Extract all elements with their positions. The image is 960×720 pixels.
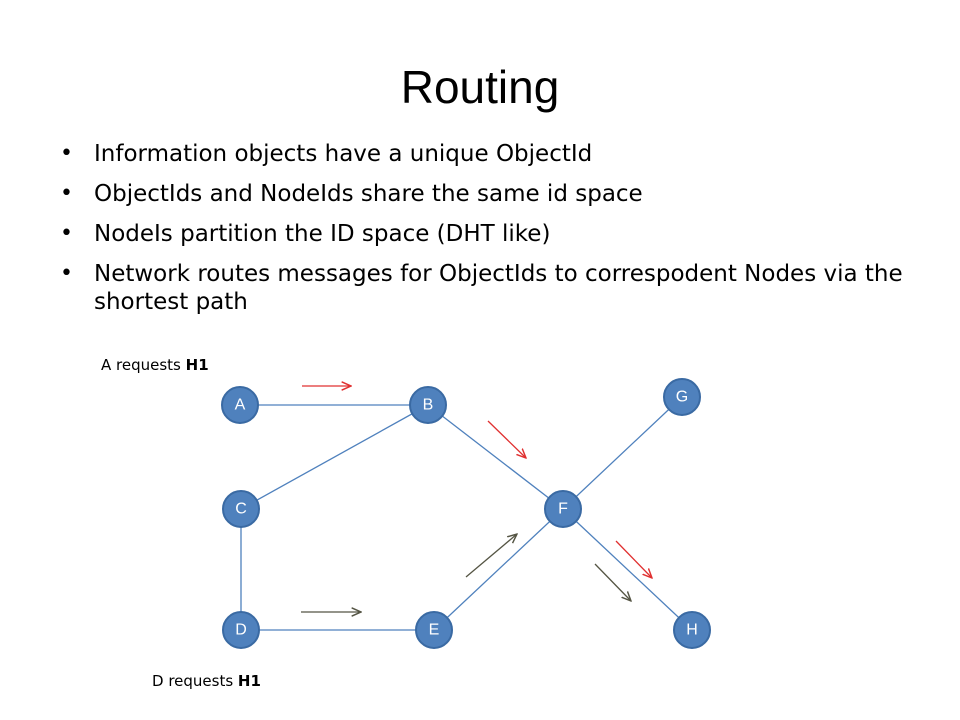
caption-d-object: H1: [237, 672, 261, 690]
node-h-label: H: [686, 622, 698, 639]
edge-f-h: [562, 508, 693, 631]
edge-e-f: [433, 508, 564, 631]
edge-b-c: [240, 404, 429, 510]
request-arrow-f-h-red: [615, 540, 652, 578]
caption-a-prefix: A requests: [101, 356, 186, 374]
caption-d-prefix: D requests: [152, 672, 238, 690]
node-d: D: [222, 611, 260, 649]
bullet-text: Information objects have a unique Object…: [94, 141, 593, 167]
caption-a-requests: A requests H1: [101, 356, 209, 374]
bullet-item: • Network routes messages for ObjectIds t…: [58, 260, 918, 316]
node-b: B: [409, 386, 447, 424]
edge-b-f: [427, 404, 564, 510]
node-a-label: A: [235, 397, 246, 414]
node-d-label: D: [235, 622, 247, 639]
node-e-label: E: [429, 622, 440, 639]
edge-f-g: [562, 396, 683, 510]
node-g: G: [663, 378, 701, 416]
bullet-item: • NodeIs partition the ID space (DHT like…: [58, 220, 918, 248]
bullet-item: • ObjectIds and NodeIds share the same id…: [58, 180, 918, 208]
node-b-label: B: [423, 397, 434, 414]
caption-a-object: H1: [185, 356, 209, 374]
request-arrow-f-h-dark: [594, 563, 631, 601]
node-a: A: [221, 386, 259, 424]
bullet-dot: •: [60, 261, 73, 286]
bullet-text: Network routes messages for ObjectIds to…: [94, 261, 903, 315]
caption-d-requests: D requests H1: [152, 672, 261, 690]
bullet-list: • Information objects have a unique Objec…: [58, 140, 918, 328]
bullet-dot: •: [60, 141, 73, 166]
node-f: F: [544, 490, 582, 528]
bullet-dot: •: [60, 181, 73, 206]
slide-title: Routing: [400, 61, 560, 113]
node-f-label: F: [558, 501, 568, 518]
node-g-label: G: [676, 389, 688, 406]
node-c: C: [222, 490, 260, 528]
bullet-text: ObjectIds and NodeIds share the same id …: [94, 181, 643, 207]
request-arrow-b-f: [487, 420, 526, 458]
bullet-dot: •: [60, 221, 73, 246]
node-e: E: [415, 611, 453, 649]
node-c-label: C: [235, 501, 247, 518]
bullet-item: • Information objects have a unique Objec…: [58, 140, 918, 168]
node-h: H: [673, 611, 711, 649]
request-arrow-e-f: [465, 534, 517, 578]
bullet-text: NodeIs partition the ID space (DHT like): [94, 221, 551, 247]
